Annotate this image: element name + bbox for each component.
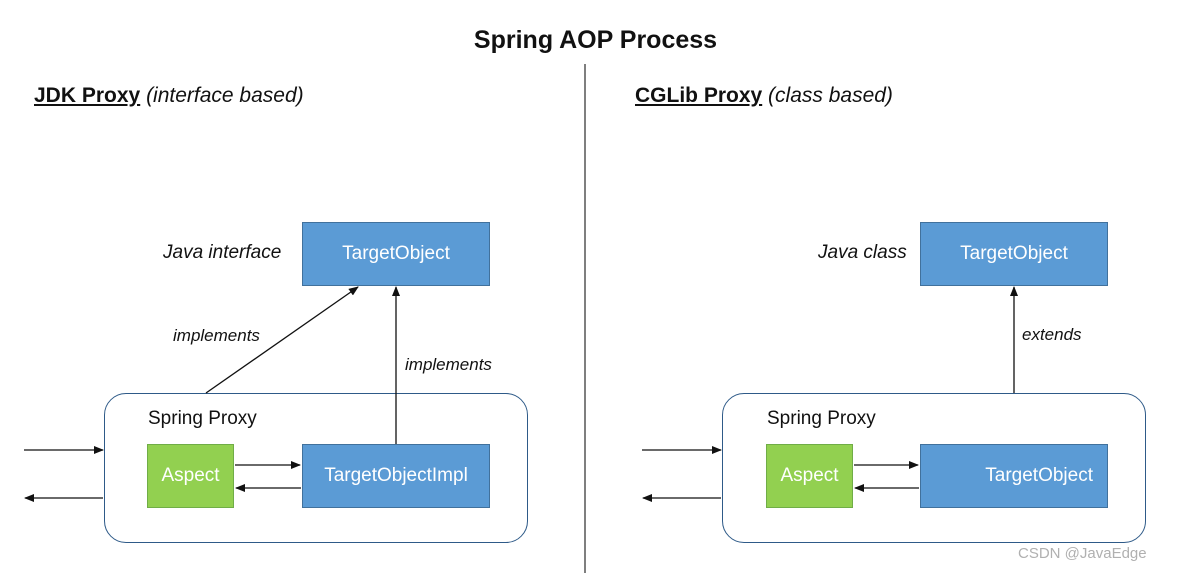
java-class-label: Java class xyxy=(818,242,907,263)
jdk-target-object-box: TargetObject xyxy=(302,222,490,286)
jdk-aspect-label: Aspect xyxy=(161,465,220,486)
cglib-inner-target-label: TargetObject xyxy=(985,465,1093,486)
cglib-proxy-subheading: (class based) xyxy=(768,84,893,107)
jdk-implements-left-label: implements xyxy=(173,326,260,345)
jdk-proxy-subheading: (interface based) xyxy=(146,84,304,107)
cglib-proxy-heading: CGLib Proxy (class based) xyxy=(635,84,893,108)
java-interface-label: Java interface xyxy=(163,242,282,263)
jdk-spring-proxy-label: Spring Proxy xyxy=(148,408,257,429)
cglib-target-object-label: TargetObject xyxy=(960,243,1068,264)
jdk-proxy-name: JDK Proxy xyxy=(34,84,141,107)
jdk-target-object-label: TargetObject xyxy=(342,243,450,264)
jdk-target-impl-label: TargetObjectImpl xyxy=(324,465,468,486)
jdk-aspect-box: Aspect xyxy=(147,444,234,508)
jdk-proxy-heading: JDK Proxy (interface based) xyxy=(34,84,304,108)
cglib-aspect-box: Aspect xyxy=(766,444,853,508)
center-divider xyxy=(584,64,586,573)
cglib-extends-label: extends xyxy=(1022,325,1082,344)
cglib-target-object-box: TargetObject xyxy=(920,222,1108,286)
cglib-aspect-label: Aspect xyxy=(780,465,839,486)
cglib-inner-target-box: TargetObject xyxy=(920,444,1108,508)
page-title: Spring AOP Process xyxy=(473,26,718,54)
jdk-implements-right-label: implements xyxy=(405,355,492,374)
jdk-target-impl-box: TargetObjectImpl xyxy=(302,444,490,508)
jdk-proxy-implements-arrow xyxy=(205,286,359,394)
watermark: CSDN @JavaEdge xyxy=(1018,545,1147,562)
cglib-spring-proxy-label: Spring Proxy xyxy=(767,408,876,429)
cglib-proxy-name: CGLib Proxy xyxy=(635,84,763,107)
